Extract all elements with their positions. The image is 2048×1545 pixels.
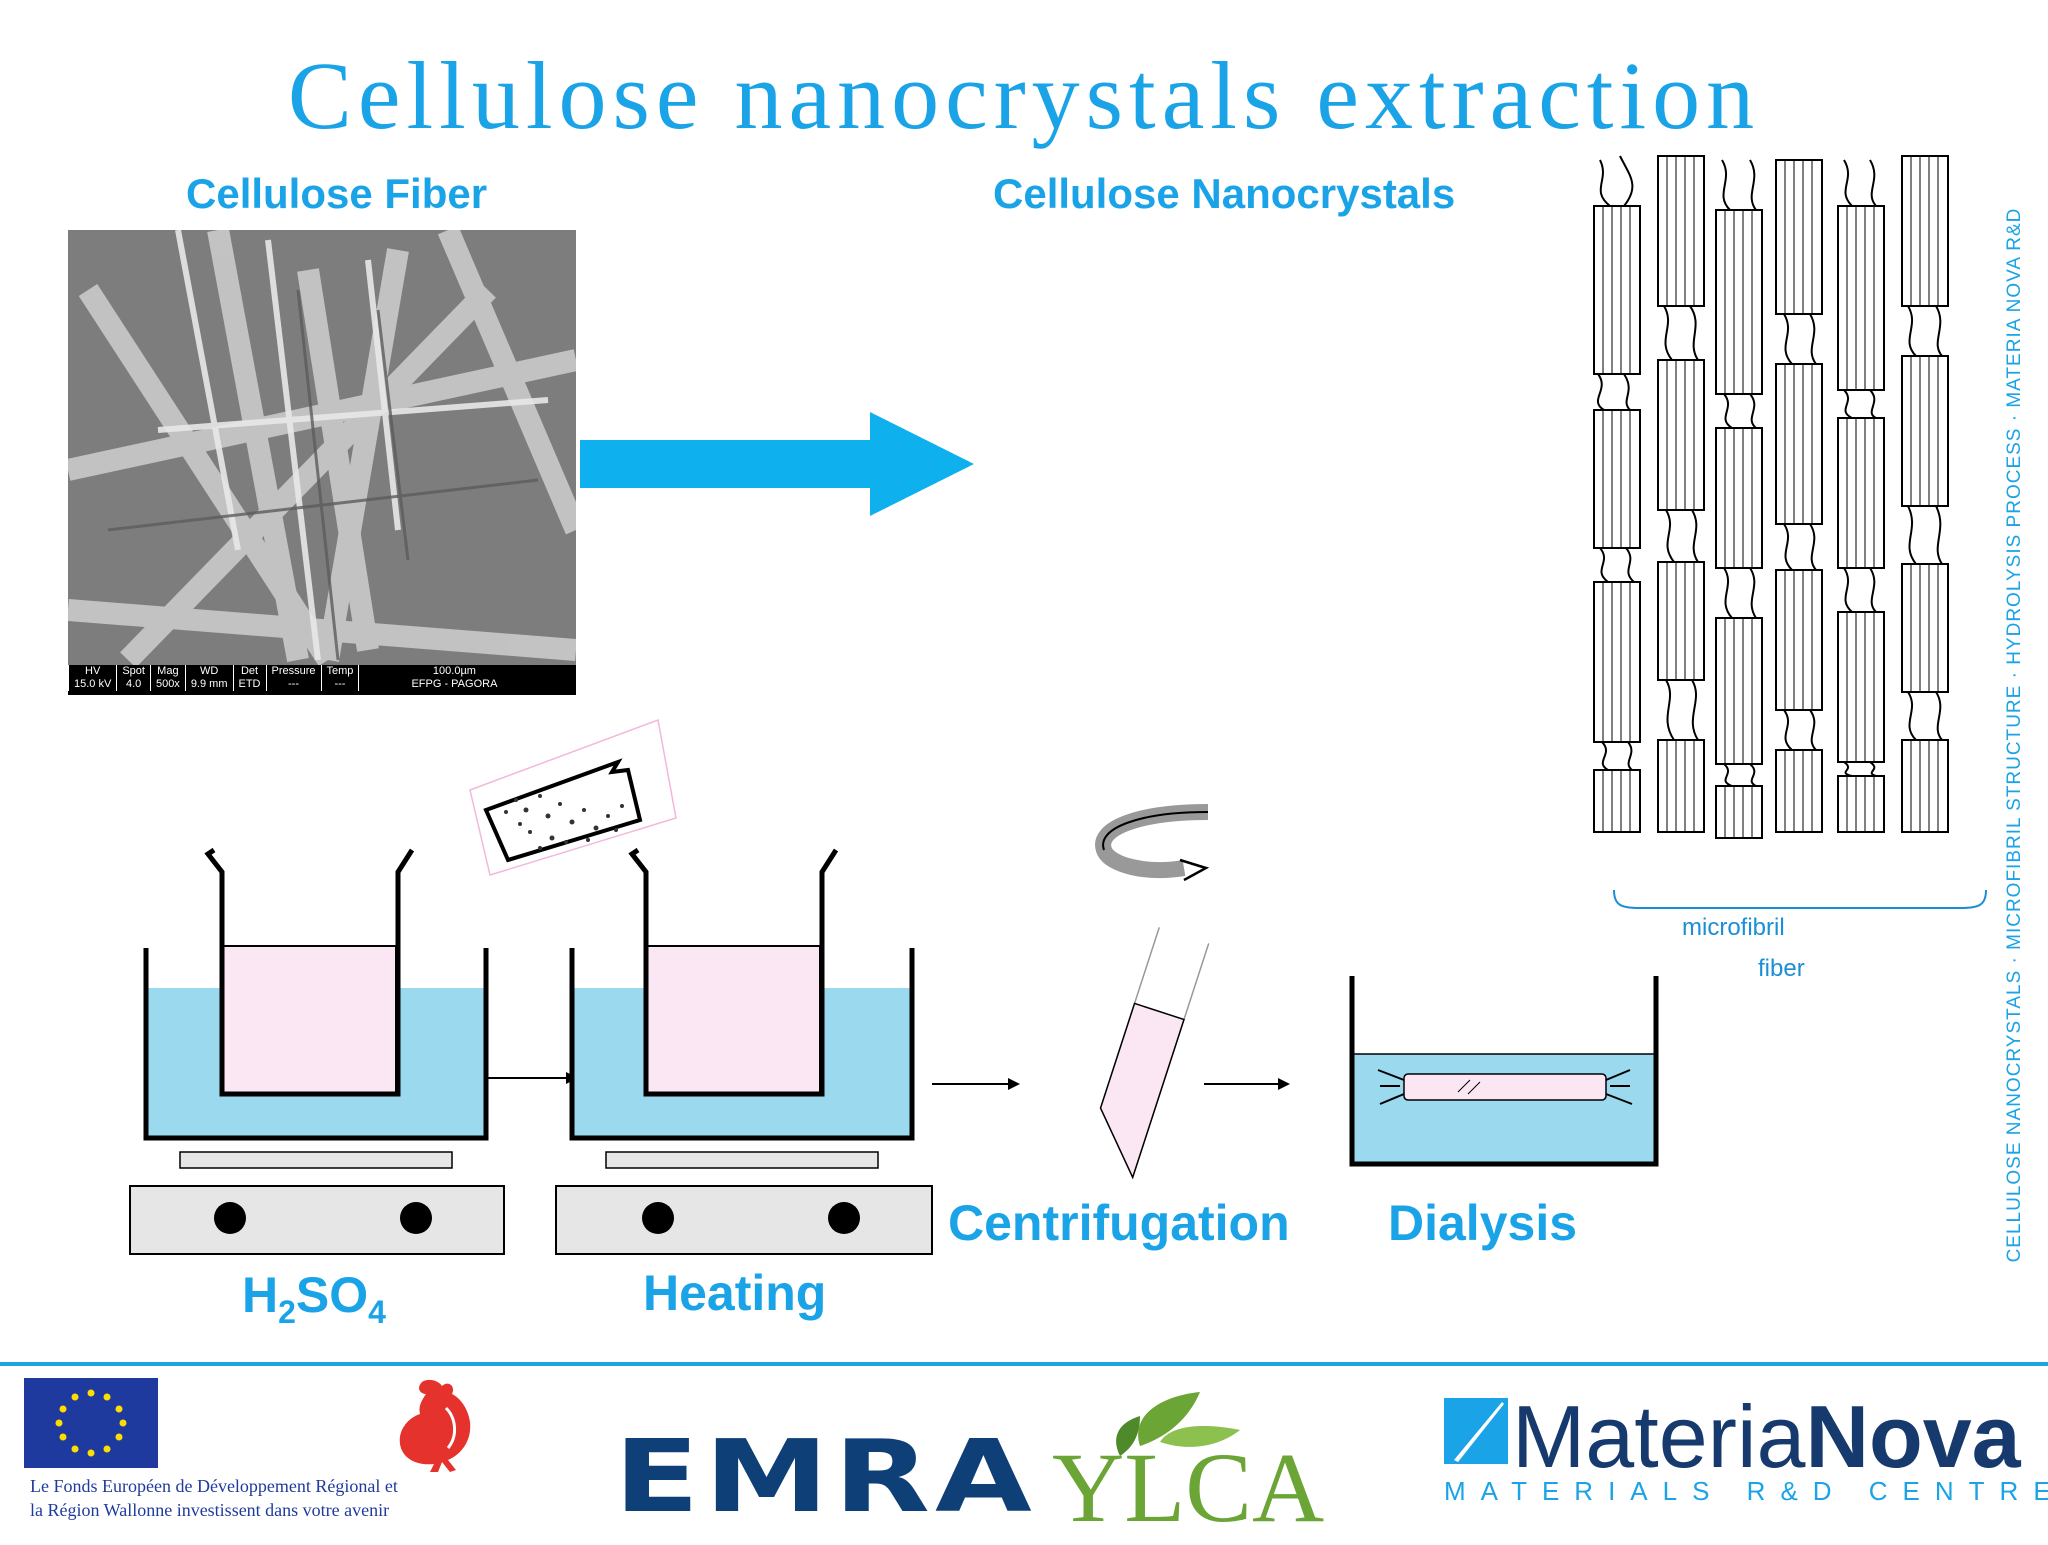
sem-header-pressure: Pressure [265, 665, 322, 678]
funding-statement: Le Fonds Européen de Développement Régio… [30, 1474, 398, 1522]
sem-scale-bar: 100.0µm [358, 665, 550, 678]
process-diagram [129, 718, 1659, 1255]
funding-line-2: la Région Wallonne investissent dans vot… [30, 1500, 390, 1520]
sem-lab-name: EFPG - PAGORA [358, 678, 550, 691]
sem-value-det: ETD [232, 678, 266, 691]
eu-flag-icon [24, 1378, 158, 1468]
sem-value-temp: --- [320, 678, 359, 691]
hotplate-knob-3 [642, 1202, 674, 1234]
nova-word: Nova [1805, 1387, 2021, 1486]
sem-value-pressure: --- [265, 678, 322, 691]
sem-info-bar: HV Spot Mag WD Det Pressure Temp 100.0µm… [68, 665, 576, 695]
nanocrystals-heading: Cellulose Nanocrystals [993, 170, 1456, 217]
dialysis-bag [1377, 1069, 1633, 1105]
heating-label: Heating [643, 1265, 827, 1321]
acid-sub-2: 2 [278, 1294, 296, 1330]
ylca-logo: YLCA [1052, 1432, 1325, 1543]
acid-sub-4: 4 [368, 1294, 386, 1330]
materia-word: Materia [1512, 1387, 1806, 1486]
sem-fiber-texture [68, 230, 576, 668]
column-6 [1901, 155, 1949, 833]
sem-header-wd: WD [184, 665, 233, 678]
funding-line-1: Le Fonds Européen de Développement Régio… [30, 1476, 398, 1496]
column-1 [1593, 205, 1641, 833]
sem-value-spot: 4.0 [116, 678, 151, 691]
acid-label: H2SO4 [242, 1266, 386, 1331]
sem-header-mag: Mag [149, 665, 186, 678]
rotation-arrow-icon [1095, 804, 1210, 882]
hotplate-knob-2 [400, 1202, 432, 1234]
centrifugation-label: Centrifugation [948, 1195, 1290, 1251]
microfibril-structure-diagram [1593, 155, 1949, 839]
column-3 [1715, 209, 1763, 839]
hotplate-knob-4 [828, 1202, 860, 1234]
hotplate-knob-1 [214, 1202, 246, 1234]
acid-so: SO [295, 1267, 369, 1323]
ylca-leaf-icon [1116, 1392, 1240, 1456]
column-4 [1775, 159, 1823, 833]
acid-h: H [242, 1267, 279, 1323]
column-5 [1837, 205, 1885, 833]
sem-header-temp: Temp [320, 665, 359, 678]
materianova-logo: MateriaNova [1512, 1386, 2021, 1488]
page-title: Cellulose nanocrystals extraction [287, 42, 1761, 149]
side-vertical-text: CELLULOSE NANOCRYSTALS · MICROFIBRIL STR… [2004, 207, 2025, 1263]
materianova-logo-icon [1444, 1398, 1508, 1464]
sem-value-hv: 15.0 kV [68, 678, 117, 691]
dialysis-bath [1349, 976, 1659, 1167]
particle-tray-icon [469, 718, 677, 876]
footer-divider [0, 1362, 2048, 1366]
fiber-heading: Cellulose Fiber [186, 170, 488, 217]
fiber-label: fiber [1758, 955, 1805, 982]
column-2 [1657, 155, 1705, 833]
materianova-tagline: MATERIALS R&D CENTRE [1444, 1476, 2048, 1506]
fiber-brace [1613, 889, 1987, 909]
sem-header-hv: HV [68, 665, 117, 678]
sem-value-mag: 500x [149, 678, 186, 691]
centrifuge-tube [1099, 927, 1210, 1180]
heating-bath-2 [555, 847, 933, 1255]
sem-value-wd: 9.9 mm [184, 678, 233, 691]
arrow-head-3 [1278, 1078, 1290, 1090]
microfibril-label: microfibril [1682, 914, 1785, 941]
walloon-rooster-icon [399, 1379, 471, 1472]
acid-bath-1 [129, 847, 505, 1255]
arrow-head-2 [1008, 1078, 1020, 1090]
sem-micrograph: HV Spot Mag WD Det Pressure Temp 100.0µm… [68, 230, 576, 695]
sem-header-spot: Spot [116, 665, 151, 678]
dialysis-label: Dialysis [1388, 1195, 1578, 1251]
big-process-arrow [580, 412, 974, 516]
emra-logo: EMRA [614, 1418, 1037, 1535]
sem-header-det: Det [232, 665, 266, 678]
